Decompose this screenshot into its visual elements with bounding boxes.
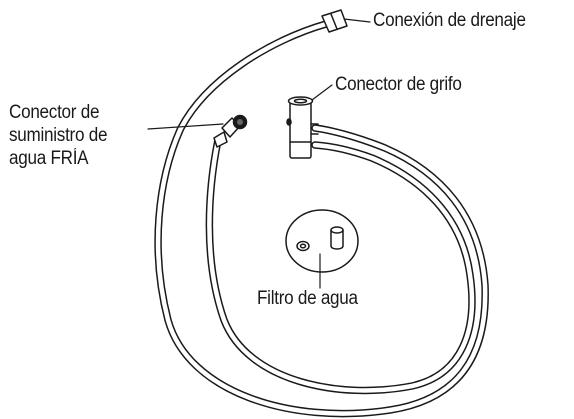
water-filter-label: Filtro de agua xyxy=(257,288,358,309)
leader-lines xyxy=(147,18,371,289)
cold-supply-label-line-1: Conector de xyxy=(9,102,100,123)
water-filter xyxy=(285,209,359,273)
supply-hose xyxy=(205,136,476,395)
cold-supply-label-line-2: suministro de xyxy=(9,125,108,146)
cold-supply-leader-line xyxy=(147,123,224,130)
faucet-connector xyxy=(286,96,319,159)
drain-hose xyxy=(154,20,489,418)
drain-connection-label: Conexión de drenaje xyxy=(373,10,526,31)
cold-supply-connector xyxy=(213,114,248,148)
faucet-leader-line xyxy=(311,84,333,101)
drain-end-fitting xyxy=(321,9,348,33)
cold-supply-label-line-3: agua FRÍA xyxy=(9,148,89,169)
drain-leader-line xyxy=(343,18,371,23)
faucet-connector-label: Conector de grifo xyxy=(335,74,462,95)
